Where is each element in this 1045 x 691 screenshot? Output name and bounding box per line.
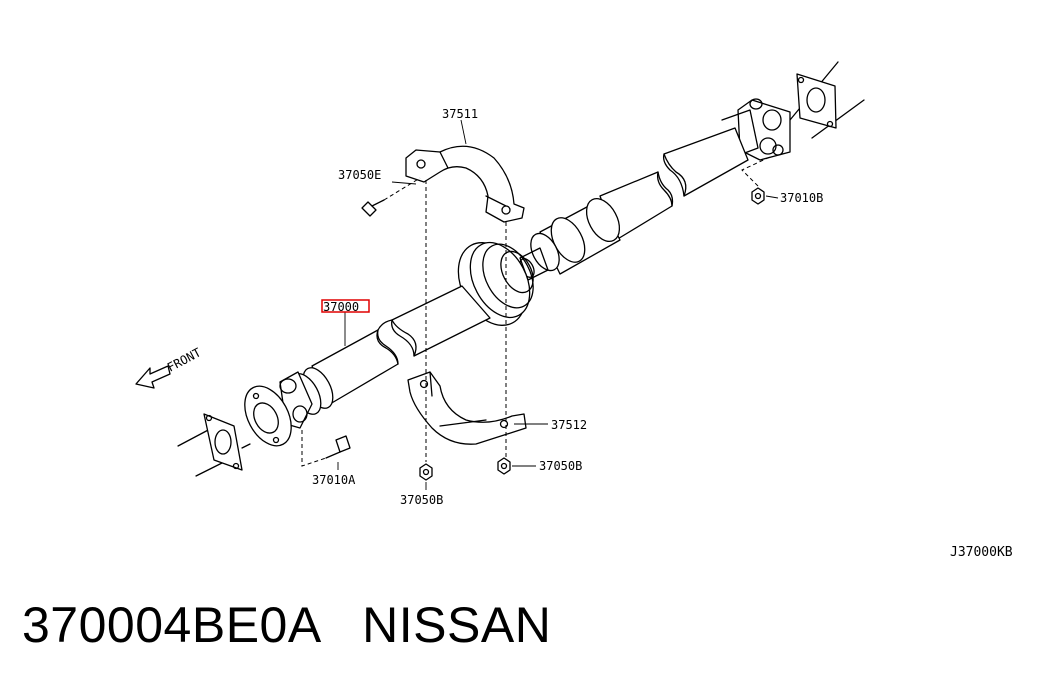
diagram-code: J37000KB <box>950 545 1013 560</box>
leader-lines <box>337 119 779 490</box>
label-37050E: 37050E <box>338 168 381 182</box>
rear-connecting-shaft <box>789 61 865 139</box>
label-front: FRONT <box>165 345 203 374</box>
center-joint-boot <box>519 198 621 281</box>
brand-name: NISSAN <box>362 597 552 653</box>
upper-bracket-37511 <box>405 145 525 223</box>
label-37511: 37511 <box>442 107 478 121</box>
front-tube <box>311 285 491 405</box>
label-37050B-right: 37050B <box>539 459 582 473</box>
label-37050B-bottom: 37050B <box>400 493 443 507</box>
bolt-37010A <box>325 435 351 459</box>
part-number: 370004BE0A <box>22 597 319 653</box>
front-connecting-shaft <box>177 413 251 477</box>
rear-flange-plate <box>796 73 837 129</box>
label-37010A: 37010A <box>312 473 356 487</box>
lower-bracket-37512 <box>407 371 527 445</box>
label-37512: 37512 <box>551 418 587 432</box>
label-37010B: 37010B <box>780 191 823 205</box>
bolt-37050E <box>361 199 385 217</box>
front-direction-arrow <box>135 365 171 389</box>
part-highlight-box <box>321 299 370 313</box>
rear-tube <box>662 127 749 197</box>
front-flange-plate <box>203 413 243 471</box>
assembly-guide-lines <box>301 155 773 467</box>
label-37000: 37000 <box>323 300 359 314</box>
front-universal-joint <box>244 367 334 447</box>
nut-37050B-bottom <box>419 463 433 481</box>
nut-37050B-right <box>497 457 511 475</box>
nut-37010B <box>751 187 765 205</box>
part-caption: 370004BE0A NISSAN <box>22 596 551 654</box>
